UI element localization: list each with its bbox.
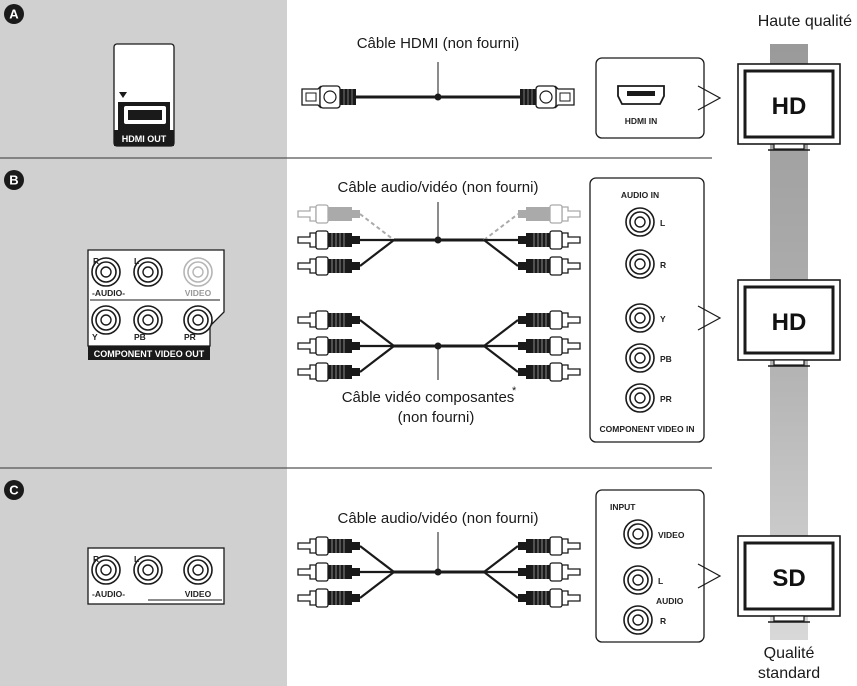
section-badge-c: C (4, 480, 24, 500)
audio-in-label: AUDIO IN (621, 190, 659, 200)
section-badge-b: B (4, 170, 24, 190)
standard-quality-label-2: standard (758, 665, 820, 682)
svg-text:-AUDIO-: -AUDIO- (92, 288, 125, 298)
hdmi-cable (301, 62, 575, 109)
section-badge-a: A (4, 4, 24, 24)
tv-pointer-b (697, 305, 722, 331)
svg-text:L: L (134, 256, 139, 266)
svg-text:L: L (660, 218, 665, 228)
svg-text:R: R (660, 616, 666, 626)
svg-text:VIDEO: VIDEO (185, 288, 212, 298)
svg-text:PR: PR (184, 332, 196, 342)
svg-text:R: R (93, 554, 99, 564)
svg-text:R: R (660, 260, 666, 270)
svg-text:Y: Y (92, 332, 98, 342)
hdmi-arrow-icon (119, 92, 127, 98)
tv-pointer-a (697, 85, 722, 111)
composite-out-jacks: R L -AUDIO- VIDEO (87, 547, 225, 605)
hdmi-in-label: HDMI IN (625, 116, 658, 126)
component-cable-caption: Câble vidéo composantes (342, 389, 515, 406)
tv-hd-b: HD (736, 278, 842, 368)
svg-text:SD: SD (772, 565, 805, 592)
av-cable-b-caption: Câble audio/vidéo (non fourni) (338, 179, 539, 196)
svg-text:VIDEO: VIDEO (185, 589, 212, 599)
svg-text:HD: HD (772, 93, 807, 120)
svg-text:B: B (9, 173, 18, 188)
tv-pointer-c (697, 563, 722, 589)
component-cable-footnote-marker: * (512, 385, 517, 397)
svg-text:L: L (658, 576, 663, 586)
hdmi-out-jack: HDMI OUT (113, 43, 175, 147)
component-out-jacks: R L -AUDIO- VIDEO Y PB PR COMPONENT VIDE… (87, 249, 225, 360)
svg-text:L: L (134, 554, 139, 564)
standard-quality-label-1: Qualité (764, 645, 815, 662)
svg-text:Y: Y (660, 314, 666, 324)
tv-inputs-b: AUDIO IN L R Y PB PR COMPONENT VIDEO IN (589, 177, 705, 443)
svg-text:-AUDIO-: -AUDIO- (92, 589, 125, 599)
av-cable-b (297, 202, 581, 276)
svg-text:VIDEO: VIDEO (658, 530, 685, 540)
component-out-label: COMPONENT VIDEO OUT (94, 349, 205, 359)
component-cable-caption-2: (non fourni) (398, 409, 475, 426)
svg-text:C: C (9, 483, 19, 498)
svg-text:HD: HD (772, 309, 807, 336)
svg-text:PB: PB (660, 354, 672, 364)
tv-hd-a: HD (736, 62, 842, 152)
av-cable-c (297, 532, 581, 608)
component-cable (297, 310, 581, 382)
svg-text:PB: PB (134, 332, 146, 342)
hdmi-out-label: HDMI OUT (122, 134, 167, 144)
tv-sd-c: SD (736, 534, 842, 624)
hdmi-cable-caption: Câble HDMI (non fourni) (357, 35, 520, 52)
svg-text:PR: PR (660, 394, 672, 404)
svg-text:R: R (93, 256, 99, 266)
hdmi-in-panel: HDMI IN (595, 57, 705, 139)
tv-inputs-c: INPUT VIDEO L AUDIO R (595, 489, 705, 643)
av-cable-c-caption: Câble audio/vidéo (non fourni) (338, 510, 539, 527)
component-in-label: COMPONENT VIDEO IN (600, 424, 695, 434)
svg-text:AUDIO: AUDIO (656, 596, 684, 606)
high-quality-label: Haute qualité (758, 13, 852, 30)
svg-text:A: A (9, 7, 19, 22)
input-label: INPUT (610, 502, 636, 512)
